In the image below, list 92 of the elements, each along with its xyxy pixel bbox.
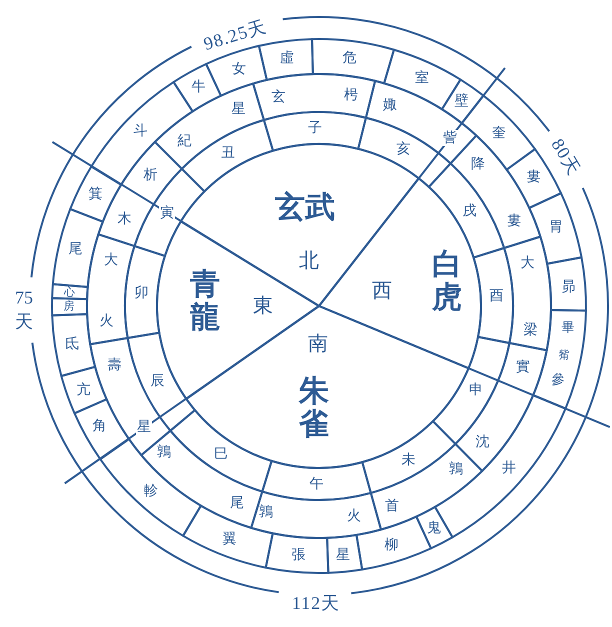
mansion-label: 亢: [76, 383, 91, 398]
mansion-label: 心: [64, 286, 75, 298]
mansion-label: 張: [292, 548, 306, 562]
outer-ring-segment: [440, 78, 485, 125]
outer-ring-segment: [264, 532, 330, 574]
station-label: 尾: [230, 496, 244, 510]
mansion-label: 井: [502, 461, 516, 476]
mansion-label: 角: [92, 419, 107, 434]
branch-label: 辰: [150, 374, 164, 388]
station-label: 實: [516, 360, 530, 374]
mansion-label: 奎: [492, 126, 506, 140]
mansion-label: 畢: [562, 321, 575, 334]
arc-label: 80天: [548, 136, 584, 178]
branch-label: 戌: [462, 204, 476, 218]
branch-label: 申: [468, 382, 483, 397]
mansion-label: 柳: [384, 538, 398, 552]
station-label: 木: [117, 212, 132, 226]
sector-title: 玄武: [275, 193, 335, 223]
mansion-label: 斗: [133, 124, 148, 138]
outer-ring-segment: [51, 313, 97, 378]
mansion-label: 尾: [68, 242, 83, 256]
middle-ring-segment: [89, 337, 172, 457]
station-label: 鶉: [259, 505, 274, 520]
station-label: 火: [346, 509, 361, 524]
mansion-label: 房: [64, 300, 74, 312]
direction-label: 北: [299, 250, 319, 270]
station-label: 大: [104, 252, 118, 267]
outer-ring-segment: [51, 208, 104, 288]
station-label: 枵: [344, 88, 358, 102]
mansion-label: 翼: [222, 532, 236, 546]
mansion-label: 女: [232, 62, 246, 76]
station-label: 梁: [524, 322, 538, 337]
direction-label: 南: [308, 333, 328, 353]
station-label: 紀: [178, 134, 192, 148]
mansion-label: 牛: [192, 80, 206, 94]
station-label: 婁: [507, 214, 522, 228]
station-label: 壽: [107, 358, 122, 372]
outer-ring-segment: [60, 365, 108, 415]
branch-label: 午: [310, 476, 324, 491]
sector-title: 朱雀: [299, 375, 329, 441]
outer-ring-segment: [326, 533, 364, 574]
branch-label: 卯: [134, 286, 148, 300]
mansion-label: 參: [551, 373, 564, 386]
station-label: 星: [136, 419, 152, 436]
outer-ring-segment: [415, 505, 454, 550]
mansion-label: 軫: [144, 484, 158, 498]
arc-label: 112天: [292, 594, 340, 612]
branch-label: 亥: [396, 142, 411, 156]
mansion-label: 壁: [454, 94, 469, 108]
arc-label: 98.25天: [202, 16, 268, 54]
branch-label: 巳: [214, 447, 228, 462]
station-label: 娵: [382, 98, 397, 112]
outer-ring-segment: [51, 297, 89, 317]
mansion-label: 虛: [280, 51, 294, 66]
station-label: 鶉: [157, 445, 172, 460]
sector-title: 青龍: [190, 268, 220, 334]
direction-label: 西: [372, 280, 392, 300]
direction-label: 東: [253, 295, 273, 315]
mansion-label: 箕: [88, 186, 103, 201]
station-label: 玄: [271, 90, 286, 104]
station-label: 沈: [476, 435, 490, 450]
station-label: 析: [144, 168, 158, 182]
outer-ring-segment: [257, 38, 314, 81]
station-label: 大: [520, 256, 535, 270]
outer-ring-segment: [311, 38, 395, 85]
mansion-label: 室: [414, 71, 429, 86]
mansion-label: 胃: [549, 220, 564, 234]
branch-label: 寅: [159, 205, 176, 221]
station-label: 火: [100, 314, 114, 328]
station-label: 星: [232, 102, 246, 116]
outer-ring-segment: [172, 63, 222, 113]
station-label: 鶉: [448, 462, 463, 476]
outer-ring-segment: [73, 398, 130, 461]
mansion-label: 氐: [64, 337, 79, 352]
outer-ring-segment: [99, 438, 202, 537]
arc-label: 75天: [15, 286, 33, 334]
outer-ring-segment: [546, 256, 587, 312]
mansion-label: 觜: [558, 349, 570, 360]
mansion-label: 星: [336, 548, 350, 562]
mansion-label: 婁: [526, 170, 540, 184]
branch-label: 未: [401, 453, 416, 467]
branch-label: 子: [308, 121, 322, 136]
branch-label: 酉: [490, 289, 504, 304]
outer-ring-segment: [51, 283, 89, 301]
station-label: 訾: [442, 130, 458, 146]
branch-label: 丑: [220, 146, 235, 160]
mansion-label: 昴: [561, 280, 576, 294]
mansion-label: 鬼: [427, 520, 442, 535]
mansion-label: 危: [342, 50, 356, 65]
sector-title: 白虎: [432, 248, 462, 314]
station-label: 首: [384, 499, 399, 514]
station-label: 降: [470, 157, 485, 172]
